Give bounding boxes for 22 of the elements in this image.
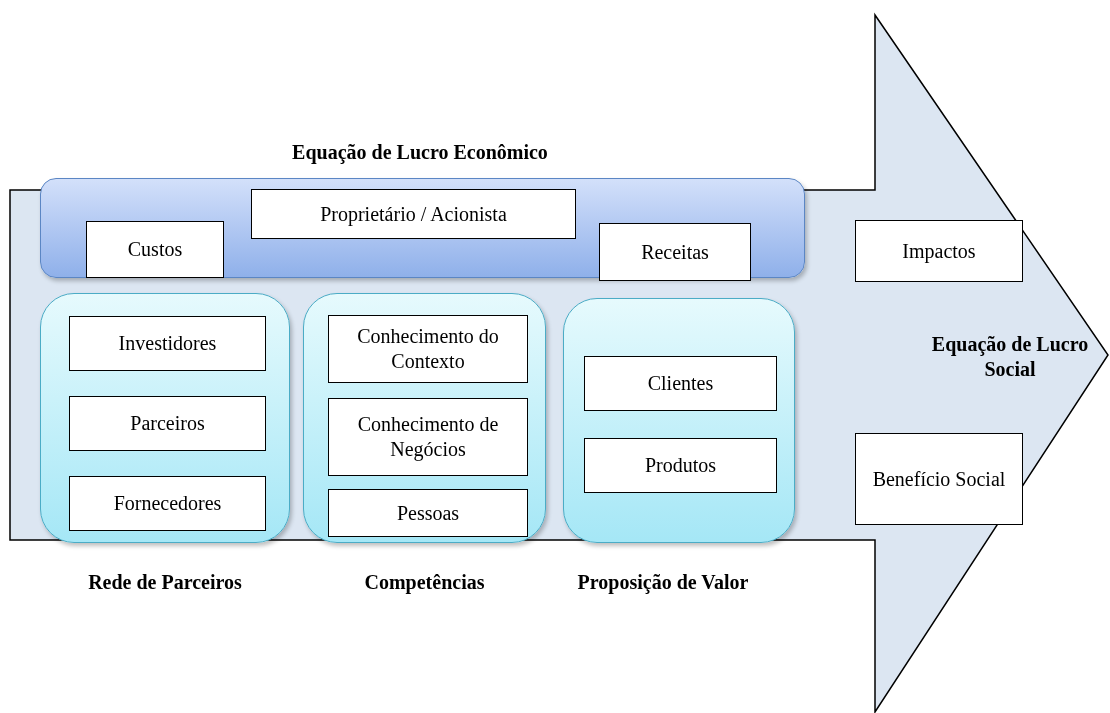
text-box: Produtos [584,438,777,493]
text-box: Pessoas [328,489,528,537]
group-heading: Equação de Lucro Econômico [291,140,549,165]
group-panel [303,293,546,543]
group-band [40,178,805,278]
text-box: Conhecimento do Contexto [328,315,528,383]
text-box: Receitas [599,223,751,281]
group-heading: Competências [363,570,486,595]
text-box: Parceiros [69,396,266,451]
group-heading: Equação de Lucro Social [930,332,1090,382]
group-heading: Rede de Parceiros [87,570,243,595]
text-box: Benefício Social [855,433,1023,525]
text-box: Clientes [584,356,777,411]
text-box: Custos [86,221,224,278]
text-box: Fornecedores [69,476,266,531]
group-heading: Proposição de Valor [576,570,750,595]
text-box: Impactos [855,220,1023,282]
text-box: Investidores [69,316,266,371]
group-panel [40,293,290,543]
group-panel [563,298,795,543]
text-box: Proprietário / Acionista [251,189,576,239]
text-box: Conhecimento de Negócios [328,398,528,476]
